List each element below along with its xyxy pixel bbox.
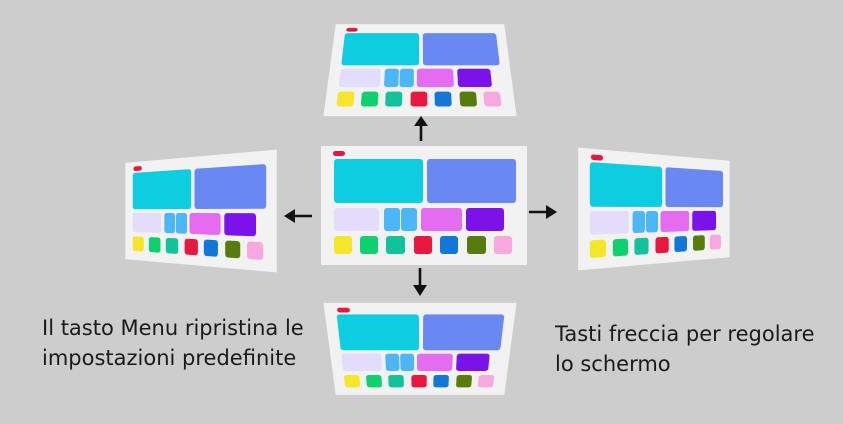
small-tile [477,374,495,388]
medium-tile [338,68,381,88]
small-tile [709,234,721,250]
large-tile [589,162,663,207]
caption-line: lo schermo [555,352,671,376]
small-tile [203,239,218,257]
arrow-keys-caption: Tasti freccia per regolare lo schermo [555,319,815,379]
small-tile [612,238,628,257]
large-tile [423,314,505,351]
small-tile [333,236,352,254]
medium-tile [399,68,414,88]
screen-right [578,147,730,271]
medium-tile [466,207,505,231]
small-tile [410,91,428,107]
medium-tile [400,353,415,371]
small-tile [456,374,473,388]
large-tile [132,169,192,210]
medium-tile [660,210,690,233]
small-tile [589,239,606,259]
small-tile [365,374,383,388]
small-tile [467,236,486,254]
small-tile [459,91,478,107]
medium-tile [383,207,400,231]
screen-center [321,146,527,265]
small-tile [336,91,355,107]
medium-tile [224,213,256,237]
small-tile [433,374,449,388]
status-dot [346,27,358,32]
status-dot [336,307,351,313]
status-dot [590,154,604,161]
large-tile [333,159,423,204]
medium-tile [692,210,717,231]
medium-tile [420,207,462,231]
arrow-down-icon [413,268,427,296]
large-tile [665,167,723,208]
status-dot [133,165,142,172]
medium-tile [385,353,400,371]
menu-reset-caption: Il tasto Menu ripristina le impostazioni… [42,313,304,373]
small-tile [411,374,427,388]
small-tile [359,236,379,254]
medium-tile [383,68,399,88]
screen-up [323,24,517,117]
large-tile [422,33,500,66]
medium-tile [632,211,646,234]
arrow-up-icon [414,116,428,141]
small-tile [483,91,502,107]
small-tile [388,374,404,388]
small-tile [674,235,687,253]
status-dot [333,151,345,156]
small-tile [386,236,405,254]
small-tile [184,238,198,256]
caption-line: Il tasto Menu ripristina le [42,316,304,340]
small-tile [247,241,264,261]
caption-line: impostazioni predefinite [42,346,297,370]
medium-tile [189,212,221,236]
small-tile [132,236,144,252]
small-tile [655,236,669,254]
medium-tile [132,212,162,233]
medium-tile [417,353,453,371]
large-tile [341,33,420,66]
small-tile [225,240,241,259]
medium-tile [416,68,454,88]
small-tile [413,236,432,254]
medium-tile [175,212,188,234]
screen-down [323,302,517,395]
small-tile [343,374,361,388]
small-tile [360,91,379,107]
arrow-right-icon [529,205,557,219]
medium-tile [457,68,493,88]
small-tile [434,91,452,107]
medium-tile [401,207,418,231]
arrow-left-icon [284,209,312,223]
large-tile [336,314,419,351]
small-tile [440,236,459,254]
screen-left [125,149,277,273]
small-tile [692,235,705,251]
small-tile [165,237,179,255]
medium-tile [589,211,629,235]
medium-tile [164,212,176,234]
medium-tile [341,353,383,371]
small-tile [493,236,513,254]
small-tile [634,237,649,256]
large-tile [427,159,516,204]
large-tile [194,163,267,209]
medium-tile [645,211,658,233]
small-tile [385,91,403,107]
caption-line: Tasti freccia per regolare [555,322,815,346]
small-tile [148,237,161,253]
medium-tile [455,353,490,371]
medium-tile [333,207,380,231]
